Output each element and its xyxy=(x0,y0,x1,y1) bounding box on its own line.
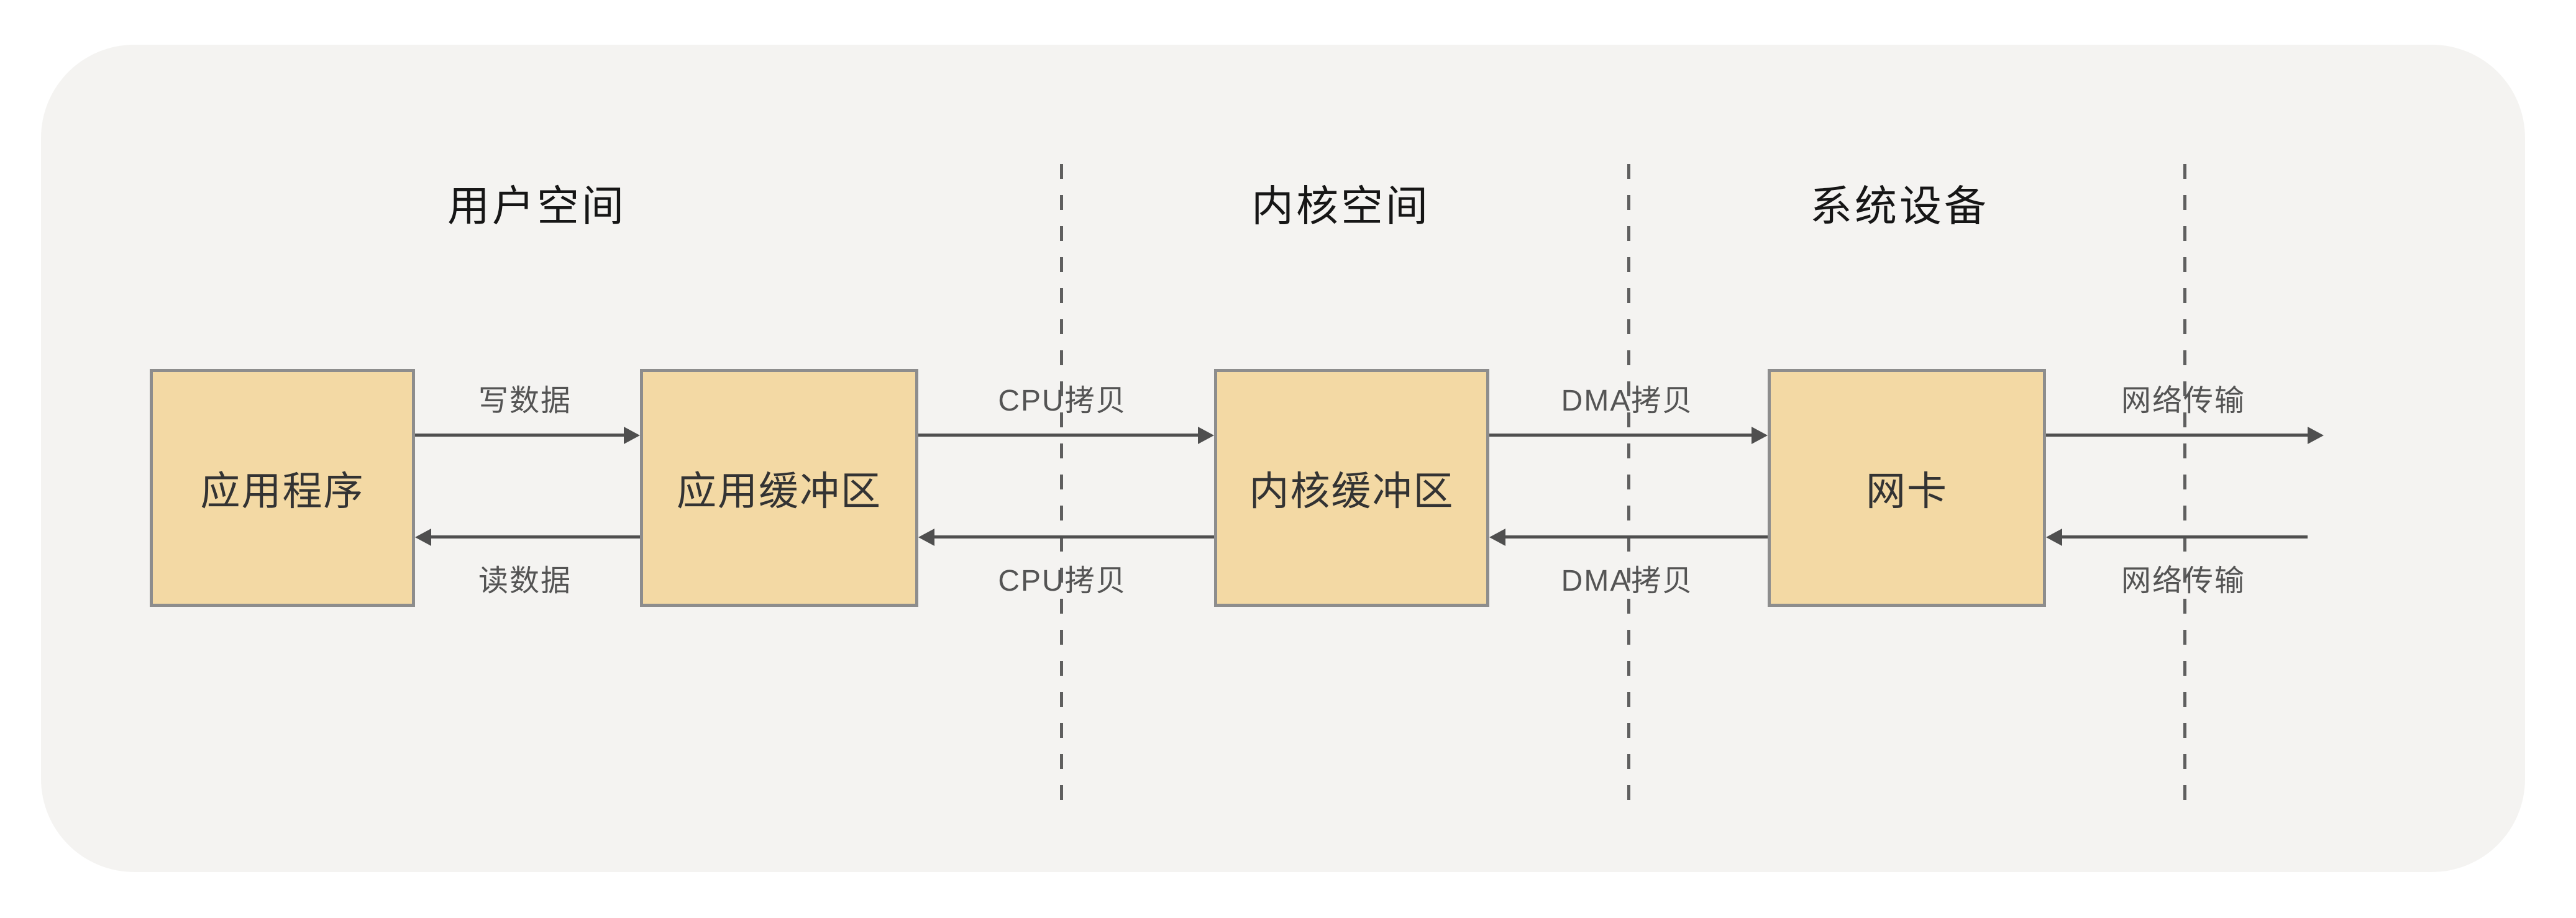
section-label-user-space: 用户空间 xyxy=(447,183,627,230)
dashed-separator-kernel-device xyxy=(1627,164,1630,801)
arrow-network-transmit-in-head-icon xyxy=(2046,529,2062,546)
box-application-label: 应用程序 xyxy=(200,468,365,514)
section-label-kernel-space: 内核空间 xyxy=(1251,183,1431,230)
arrow-write-data-head-icon xyxy=(624,427,640,444)
section-label-system-device: 系统设备 xyxy=(1809,183,1989,230)
arrow-cpu-copy-in-label: CPU拷贝 xyxy=(998,565,1127,598)
arrow-write-data-line xyxy=(415,434,624,437)
arrow-read-data-line xyxy=(431,535,640,539)
box-network-card-label: 网卡 xyxy=(1866,468,1948,514)
box-application-buffer: 应用缓冲区 xyxy=(640,369,918,607)
arrow-dma-copy-out-line xyxy=(1489,434,1752,437)
arrow-cpu-copy-in-line xyxy=(934,535,1214,539)
arrow-cpu-copy-out-label: CPU拷贝 xyxy=(998,384,1127,417)
dashed-separator-device-network xyxy=(2183,164,2186,801)
dashed-separator-user-kernel xyxy=(1060,164,1063,801)
arrow-cpu-copy-out-head-icon xyxy=(1198,427,1214,444)
arrow-read-data-head-icon xyxy=(415,529,431,546)
arrow-network-transmit-in-label: 网络传输 xyxy=(2121,565,2246,598)
arrow-dma-copy-in-label: DMA拷贝 xyxy=(1561,565,1694,598)
arrow-read-data-label: 读数据 xyxy=(478,565,572,598)
arrow-write-data-label: 写数据 xyxy=(478,384,572,417)
box-network-card: 网卡 xyxy=(1768,369,2046,607)
arrow-dma-copy-in-line xyxy=(1505,535,1768,539)
arrow-network-transmit-out-line xyxy=(2046,434,2308,437)
box-kernel-buffer-label: 内核缓冲区 xyxy=(1249,468,1455,514)
box-application-buffer-label: 应用缓冲区 xyxy=(677,468,882,514)
arrow-cpu-copy-out-line xyxy=(918,434,1198,437)
arrow-network-transmit-out-head-icon xyxy=(2308,427,2324,444)
arrow-dma-copy-in-head-icon xyxy=(1489,529,1505,546)
arrow-network-transmit-in-line xyxy=(2062,535,2308,539)
arrow-network-transmit-out-label: 网络传输 xyxy=(2121,384,2246,417)
box-application: 应用程序 xyxy=(150,369,415,607)
arrow-cpu-copy-in-head-icon xyxy=(918,529,934,546)
arrow-dma-copy-out-label: DMA拷贝 xyxy=(1561,384,1694,417)
arrow-dma-copy-out-head-icon xyxy=(1752,427,1768,444)
box-kernel-buffer: 内核缓冲区 xyxy=(1214,369,1489,607)
